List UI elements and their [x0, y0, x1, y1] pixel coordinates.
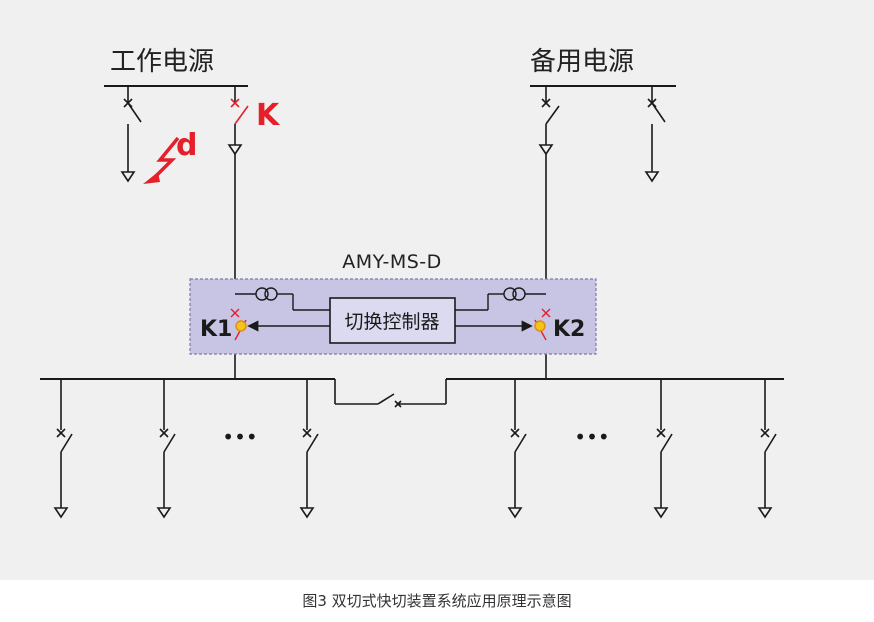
breaker-k1 — [230, 308, 247, 341]
switch-controller-box — [329, 297, 456, 344]
device-model-label: AMY-MS-D — [342, 251, 442, 273]
switch-controller-label: 切换控制器 — [344, 311, 439, 333]
breaker-k-label: K — [256, 98, 281, 133]
outgoing-feeder-5 — [653, 379, 673, 519]
working-power-title: 工作电源 — [110, 47, 214, 77]
outgoing-feeder-3 — [299, 379, 319, 519]
feeder-ellipsis-right: ••• — [574, 425, 609, 449]
breaker-k1-label: K1 — [200, 317, 232, 342]
feeder-ellipsis-left: ••• — [222, 425, 257, 449]
single-line-diagram: 工作电源 备用电源 K d — [40, 47, 784, 519]
fault-d-label: d — [176, 128, 197, 163]
breaker-k2 — [534, 308, 551, 341]
fault-lightning-icon — [143, 136, 180, 184]
diagram-area: 工作电源 备用电源 K d — [0, 0, 874, 580]
figure-caption: 图3 双切式快切装置系统应用原理示意图 — [302, 592, 572, 610]
outgoing-feeder-1 — [53, 379, 73, 519]
working-source-feeder — [120, 86, 142, 183]
backup-power-title: 备用电源 — [530, 47, 634, 77]
bus-tie-breaker — [334, 379, 447, 408]
breaker-k2-label: K2 — [553, 317, 585, 342]
outgoing-feeder-2 — [156, 379, 176, 519]
outgoing-feeder-4 — [507, 379, 527, 519]
left-current-transformer — [235, 287, 330, 311]
right-current-transformer — [455, 287, 546, 311]
backup-source-feeder — [644, 86, 666, 183]
outgoing-feeder-6 — [757, 379, 777, 519]
